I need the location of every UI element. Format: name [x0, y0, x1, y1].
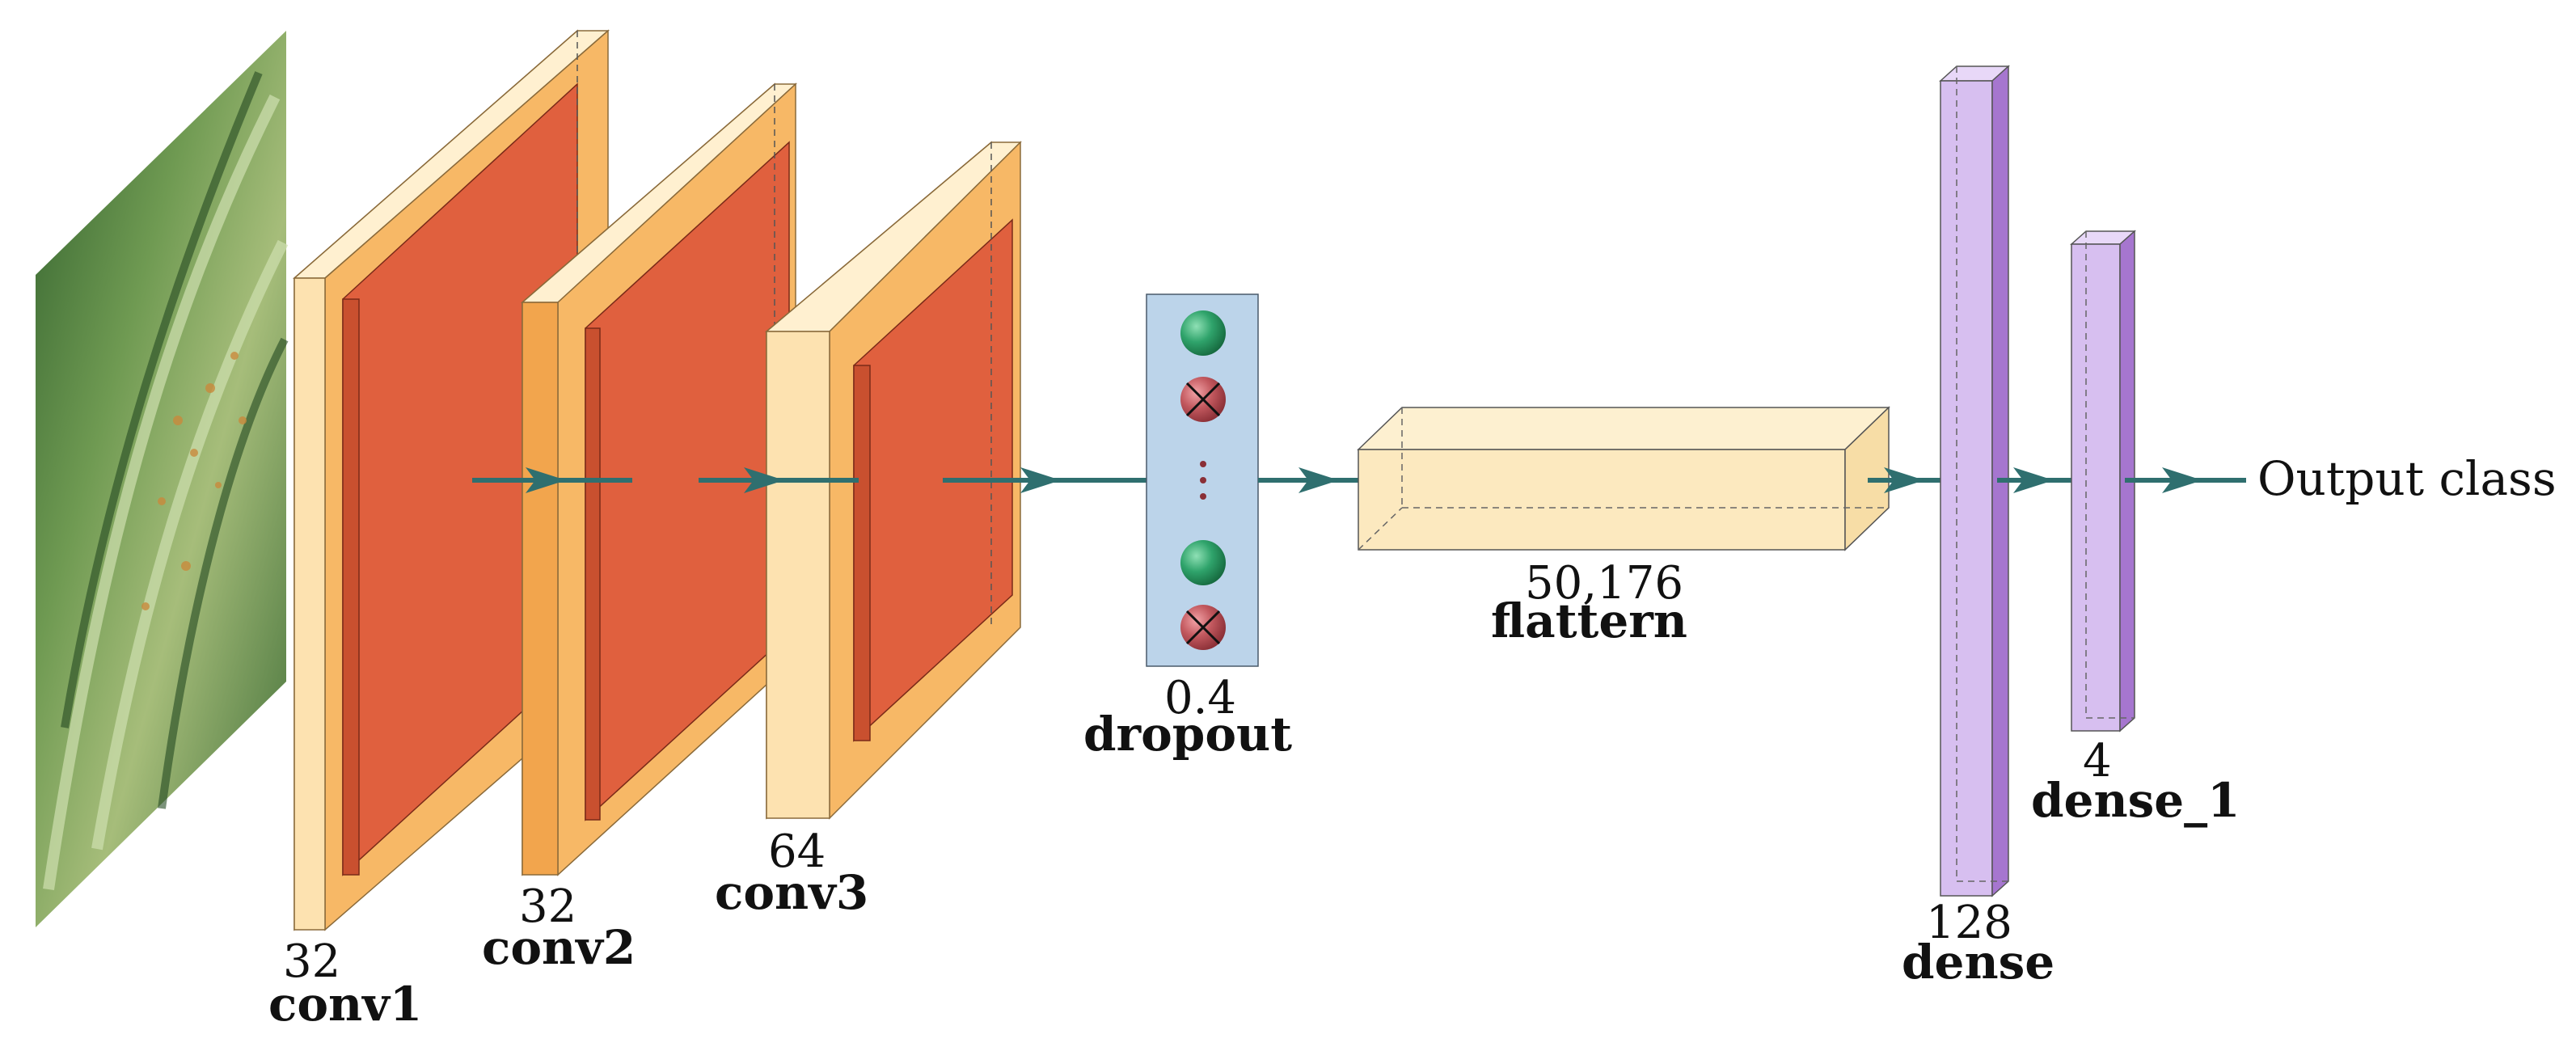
dropout-rate: 0.4: [1164, 672, 1236, 724]
conv3-block: [764, 141, 1022, 820]
edge-dense1-output: [2125, 467, 2246, 493]
dense-block: [1939, 65, 2010, 897]
dense-1-name: dense_1: [2031, 773, 2240, 828]
edge-flatten-dense: [1868, 467, 1947, 493]
conv3-name: conv3: [715, 865, 868, 920]
neuron-dropped-2: [1180, 605, 1226, 650]
dense-1-front: [2071, 243, 2121, 732]
dense-front: [1940, 80, 1993, 897]
input-image: [36, 31, 289, 927]
conv1-size: 32: [283, 935, 340, 988]
dropout-block: [1146, 293, 1259, 667]
conv2-size: 32: [519, 880, 576, 933]
edge-dense-dense1: [1997, 467, 2075, 493]
conv-arrows: [472, 467, 1147, 493]
conv2-block: [520, 82, 797, 876]
dense-size: 128: [1926, 897, 2012, 949]
conv1-name: conv1: [268, 977, 422, 1032]
flatten-name: flattern: [1491, 593, 1687, 648]
conv2-name: conv2: [482, 920, 636, 975]
dropout-name: dropout: [1083, 707, 1292, 762]
dense-1-size: 4: [2083, 735, 2112, 787]
conv1-block: [293, 29, 610, 931]
flatten-block: [1357, 406, 1890, 551]
conv3-size: 64: [768, 825, 826, 878]
dropout-ellipsis: [1200, 461, 1206, 500]
neuron-dropped-1: [1180, 377, 1226, 422]
flatten-front: [1358, 449, 1846, 551]
dense-1-block: [2070, 230, 2136, 732]
dense-name: dense: [1902, 935, 2054, 990]
neuron-active-1: [1180, 310, 1226, 356]
neuron-active-2: [1180, 540, 1226, 585]
flatten-size: 50,176: [1525, 557, 1683, 610]
output-class-label: Output class: [2257, 451, 2557, 506]
